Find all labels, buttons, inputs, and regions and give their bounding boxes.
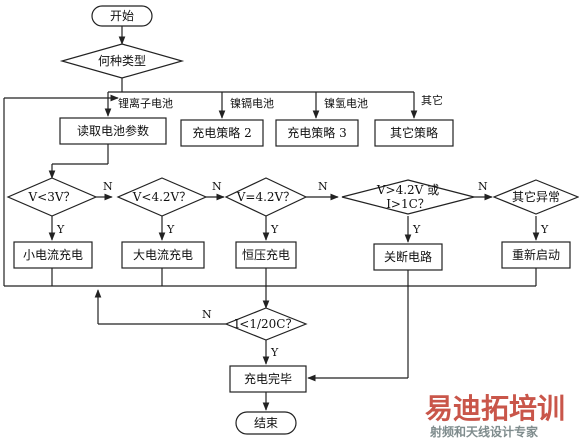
svg-text:充电策略 2: 充电策略 2 xyxy=(192,125,251,140)
no-label-2: N xyxy=(212,180,222,193)
charge-strategy-3-box: 充电策略 3 xyxy=(275,119,359,147)
v-lt-3v-decision: V<3V？ xyxy=(6,177,98,217)
yes-label-5: Y xyxy=(540,223,549,236)
svg-text:开始: 开始 xyxy=(110,9,134,23)
no-label-5: N xyxy=(202,308,212,321)
v-eq-4-2v-decision: V=4.2V？ xyxy=(224,177,308,217)
yes-label-2: Y xyxy=(166,223,175,236)
svg-text:大电流充电: 大电流充电 xyxy=(133,247,193,262)
other-label: 其它 xyxy=(421,93,443,107)
yes-label-4: Y xyxy=(412,223,421,236)
no-label-1: N xyxy=(103,180,113,193)
end-node: 结束 xyxy=(235,411,297,435)
svg-text:充电完毕: 充电完毕 xyxy=(244,371,292,386)
v-lt-4-2v-decision: V<4.2V？ xyxy=(116,177,208,217)
svg-text:V>4.2V 或: V>4.2V 或 xyxy=(376,183,439,197)
svg-text:V=4.2V？: V=4.2V？ xyxy=(236,190,295,204)
svg-text:重新启动: 重新启动 xyxy=(512,247,560,262)
current-end-decision: I<1/20C？ xyxy=(224,307,308,341)
svg-text:V<4.2V？: V<4.2V？ xyxy=(132,190,191,204)
svg-text:其它异常: 其它异常 xyxy=(512,189,560,204)
no-label-3: N xyxy=(318,180,328,193)
nimh-label: 镍氢电池 xyxy=(324,96,368,110)
small-current-charge-box: 小电流充电 xyxy=(13,241,93,269)
other-strategy-box: 其它策略 xyxy=(374,119,454,147)
connectors xyxy=(3,26,540,411)
svg-text:关断电路: 关断电路 xyxy=(384,249,432,264)
overvoltage-overcurrent-decision: V>4.2V 或 I>1C？ xyxy=(341,179,475,215)
svg-text:I<1/20C？: I<1/20C？ xyxy=(235,317,298,331)
svg-text:恒压充电: 恒压充电 xyxy=(242,247,290,262)
svg-text:结束: 结束 xyxy=(254,416,278,430)
yes-label-6: Y xyxy=(270,346,279,359)
read-battery-params-box: 读取电池参数 xyxy=(59,117,167,145)
nicd-label: 镍镉电池 xyxy=(230,96,274,110)
svg-text:其它策略: 其它策略 xyxy=(390,125,438,140)
svg-text:充电策略 3: 充电策略 3 xyxy=(287,125,346,140)
no-label-4: N xyxy=(478,180,488,193)
svg-text:何种类型: 何种类型 xyxy=(98,54,146,68)
svg-text:I>1C？: I>1C？ xyxy=(386,197,430,211)
battery-type-decision: 何种类型 xyxy=(59,43,185,79)
yes-label-1: Y xyxy=(56,223,65,236)
constant-voltage-charge-box: 恒压充电 xyxy=(235,241,297,269)
yes-label-3: Y xyxy=(270,223,279,236)
edge-labels: 锂离子电池 镍镉电池 镍氢电池 其它 N N N N N Y Y Y Y Y Y xyxy=(56,93,549,359)
cut-circuit-box: 关断电路 xyxy=(373,243,443,271)
svg-text:读取电池参数: 读取电池参数 xyxy=(77,123,149,138)
charge-complete-box: 充电完毕 xyxy=(229,365,307,393)
svg-text:V<3V？: V<3V？ xyxy=(27,190,75,204)
watermark-brand: 易迪拓培训 xyxy=(425,392,565,425)
other-fault-decision: 其它异常 xyxy=(492,179,579,215)
charge-strategy-2-box: 充电策略 2 xyxy=(180,119,264,147)
large-current-charge-box: 大电流充电 xyxy=(121,241,205,269)
watermark-subtitle: 射频和天线设计专家 xyxy=(429,424,539,439)
start-node: 开始 xyxy=(91,5,153,27)
watermark: 易迪拓培训 射频和天线设计专家 xyxy=(425,392,565,439)
li-ion-label: 锂离子电池 xyxy=(118,96,173,110)
svg-text:小电流充电: 小电流充电 xyxy=(23,247,83,262)
restart-box: 重新启动 xyxy=(501,241,571,269)
